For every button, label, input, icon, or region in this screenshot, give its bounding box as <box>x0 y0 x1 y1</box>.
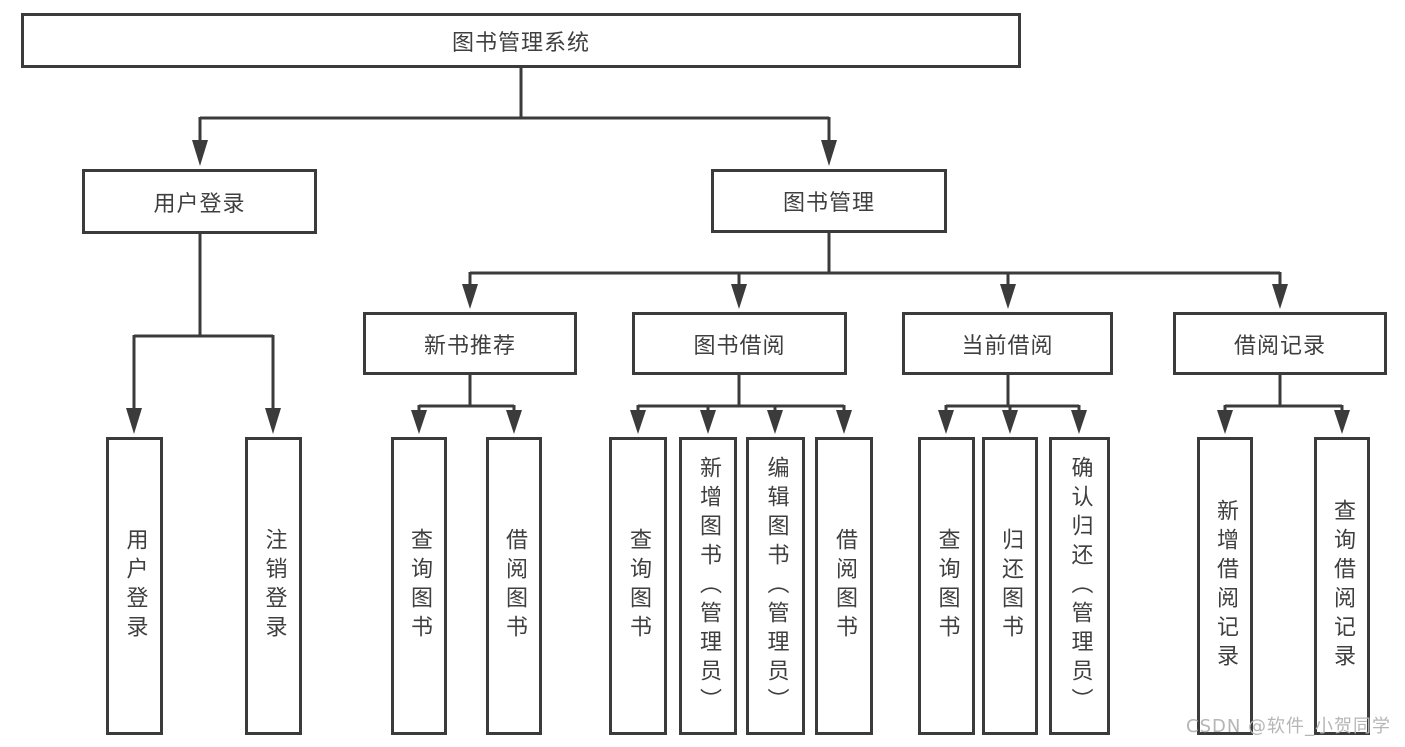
node-label: 图书管理 <box>782 191 875 216</box>
leaf-label: 查询图书 <box>407 528 432 644</box>
leaf-query-borrow-record: 查询借阅记录 <box>1314 437 1370 735</box>
node-borrowing-records: 借阅记录 <box>1173 312 1387 375</box>
node-book-borrowing: 图书借阅 <box>632 312 847 375</box>
leaf-edit-books-admin: 编辑图书（管理员） <box>746 437 805 735</box>
node-label: 新书推荐 <box>423 333 516 359</box>
node-root-label: 图书管理系统 <box>451 30 590 56</box>
leaf-label: 查询图书 <box>934 528 960 644</box>
leaf-label: 新增图书（管理员） <box>696 455 721 717</box>
node-new-book-recommend: 新书推荐 <box>363 312 577 375</box>
leaf-borrow-books: 借阅图书 <box>815 437 873 735</box>
leaf-label: 编辑图书（管理员） <box>763 455 789 717</box>
leaf-query-books-recommend: 查询图书 <box>391 437 447 735</box>
node-user-login-branch: 用户登录 <box>82 169 317 234</box>
leaf-borrow-books-recommend: 借阅图书 <box>486 437 542 735</box>
leaf-label: 借阅图书 <box>502 528 527 644</box>
leaf-confirm-return-admin: 确认归还（管理员） <box>1049 437 1110 735</box>
node-book-management-branch: 图书管理 <box>711 169 947 233</box>
leaf-label: 注销登录 <box>261 528 287 644</box>
leaf-return-books: 归还图书 <box>982 437 1038 735</box>
node-label: 用户登录 <box>153 191 246 217</box>
leaf-query-books-current: 查询图书 <box>918 437 975 735</box>
leaf-query-books-borrowing: 查询图书 <box>609 437 667 735</box>
leaf-add-books-admin: 新增图书（管理员） <box>679 437 737 735</box>
leaf-add-borrow-record: 新增借阅记录 <box>1197 437 1253 735</box>
leaf-logout: 注销登录 <box>245 437 302 735</box>
leaf-label: 查询借阅记录 <box>1330 499 1355 673</box>
leaf-label: 查询图书 <box>626 528 651 644</box>
csdn-watermark: CSDN @软件_小贺同学 <box>1186 716 1392 737</box>
leaf-user-login: 用户登录 <box>106 437 163 735</box>
leaf-label: 确认归还（管理员） <box>1067 455 1093 717</box>
leaf-label: 用户登录 <box>122 528 148 644</box>
node-label: 图书借阅 <box>693 333 786 359</box>
node-current-borrowing: 当前借阅 <box>902 312 1113 375</box>
leaf-label: 归还图书 <box>998 528 1023 644</box>
leaf-label: 借阅图书 <box>832 528 857 644</box>
node-root-system: 图书管理系统 <box>21 13 1021 68</box>
node-label: 当前借阅 <box>961 333 1054 359</box>
leaf-label: 新增借阅记录 <box>1213 499 1238 673</box>
node-label: 借阅记录 <box>1233 333 1326 359</box>
